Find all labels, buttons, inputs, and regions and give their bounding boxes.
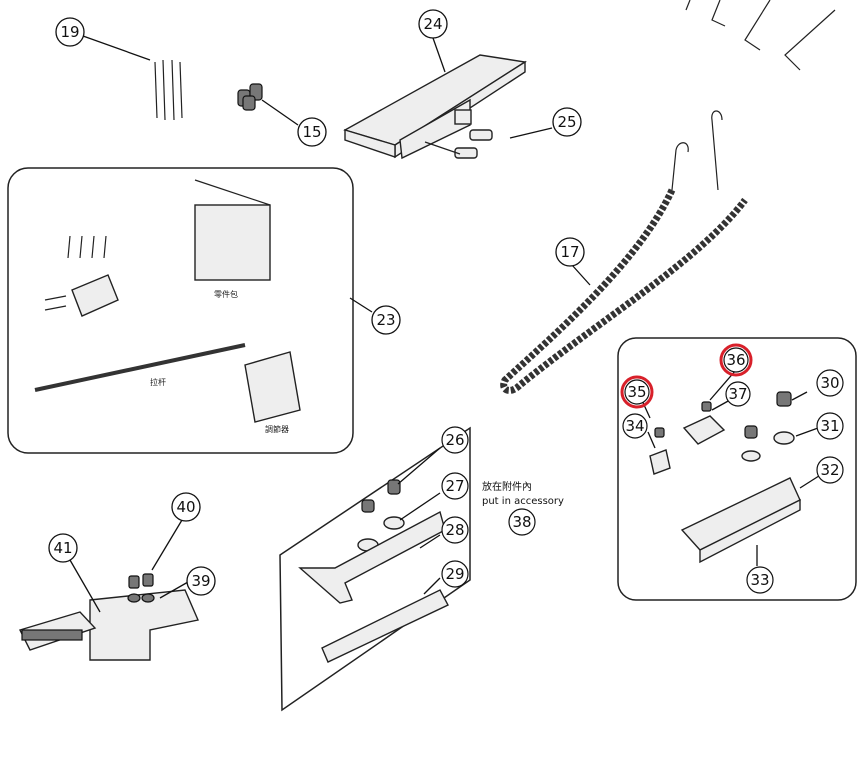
part-24-bracket [343,54,527,160]
callout-28: 28 [441,516,469,544]
callout-29: 29 [441,560,469,588]
svg-text:27: 27 [445,477,464,495]
callout-24: 24 [418,9,448,39]
svg-text:19: 19 [60,23,79,41]
callout-23: 23 [371,305,401,335]
panel-23: 零件包 拉杆 調節器 [7,167,354,454]
callout-26: 26 [441,426,469,454]
callout-41: 41 [48,533,78,563]
part-25-bolts [424,129,493,159]
callout-17: 17 [555,237,585,267]
svg-text:17: 17 [560,243,579,261]
svg-text:33: 33 [750,571,769,589]
part-17-chain [500,110,748,394]
svg-text:30: 30 [820,374,839,392]
panel-30-37 [617,337,857,601]
svg-text:23: 23 [376,311,395,329]
svg-text:25: 25 [557,113,576,131]
callout-38: 38 [508,508,536,536]
callout-15: 15 [297,117,327,147]
svg-text:41: 41 [53,539,72,557]
svg-text:15: 15 [302,123,321,141]
svg-text:34: 34 [625,417,644,435]
accessory-note-en: put in accessory [482,496,564,507]
callout-40: 40 [171,492,201,522]
svg-text:29: 29 [445,565,464,583]
svg-text:37: 37 [728,385,747,403]
svg-text:28: 28 [445,521,464,539]
svg-text:32: 32 [820,461,839,479]
svg-text:38: 38 [512,513,531,531]
callout-25: 25 [552,107,582,137]
part-15-screws [237,83,263,111]
panel-26-29 [279,426,471,712]
hex-keys [685,0,836,71]
callout-35: 35 [620,375,654,409]
svg-text:拉杆: 拉杆 [150,377,166,387]
callout-36: 36 [719,343,753,377]
callout-37: 37 [725,381,751,407]
callout-31: 31 [816,412,844,440]
part-19-pins [154,59,183,121]
callout-30: 30 [816,369,844,397]
callout-27: 27 [441,472,469,500]
svg-text:24: 24 [423,15,442,33]
callout-19: 19 [55,17,85,47]
callout-32: 32 [816,456,844,484]
svg-text:31: 31 [820,417,839,435]
svg-text:26: 26 [445,431,464,449]
callout-33: 33 [746,566,774,594]
svg-text:35: 35 [627,383,646,401]
svg-text:調節器: 調節器 [265,424,289,434]
svg-text:36: 36 [726,351,745,369]
accessory-note-cn: 放在附件內 [482,480,532,493]
callout-34: 34 [622,413,648,439]
callout-39: 39 [186,566,216,596]
svg-text:39: 39 [191,572,210,590]
svg-text:零件包: 零件包 [214,289,238,299]
part-41-base [19,573,199,661]
svg-text:40: 40 [176,498,195,516]
